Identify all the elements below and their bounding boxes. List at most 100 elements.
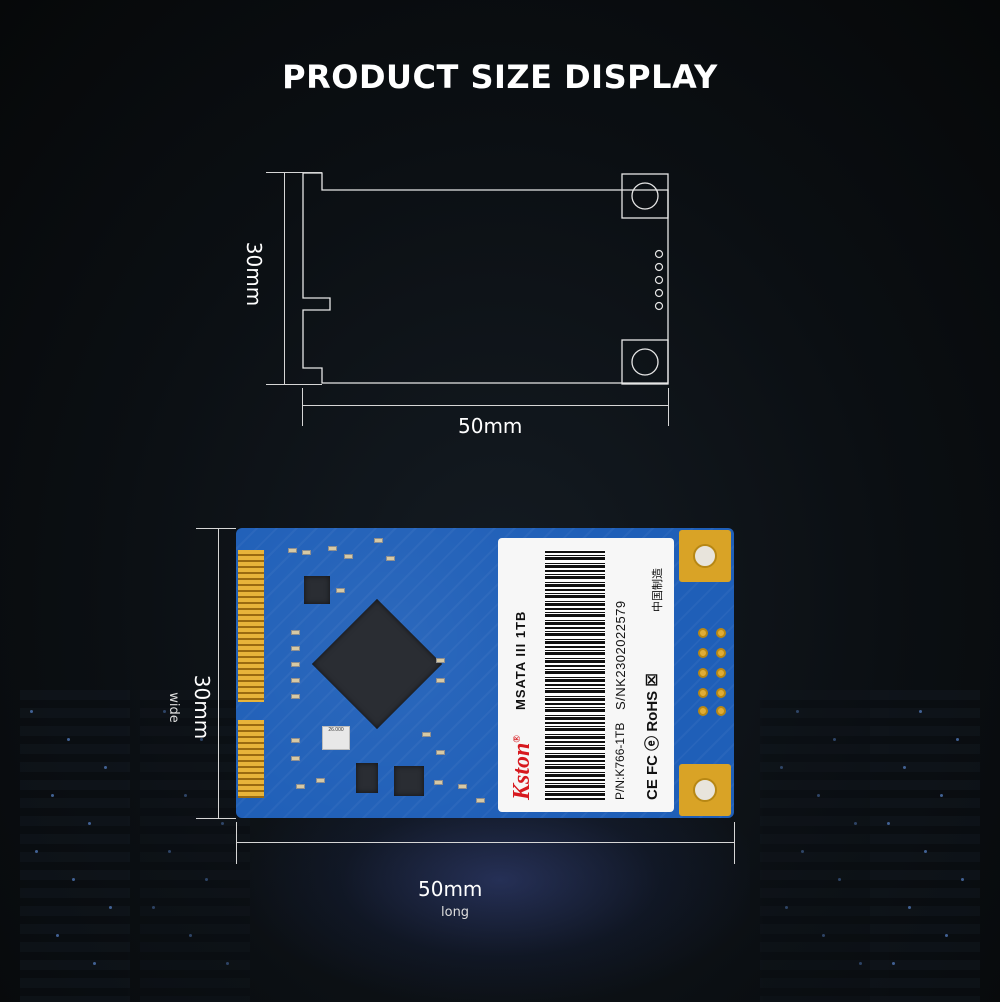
board-height-tick-bottom: [196, 818, 236, 819]
smd-component: [374, 538, 383, 543]
outline-width-label: 50mm: [458, 414, 523, 438]
test-pad: [716, 706, 726, 716]
rack-indicator-light: [189, 934, 192, 937]
smd-component: [291, 694, 300, 699]
smd-component: [476, 798, 485, 803]
rack-indicator-light: [887, 822, 890, 825]
rack-indicator-light: [72, 878, 75, 881]
outline-mount-hole-bottom: [631, 348, 659, 376]
test-pad: [698, 688, 708, 698]
outline-height-tick-bottom: [266, 384, 322, 385]
rack-indicator-light: [822, 934, 825, 937]
rack-indicator-light: [152, 906, 155, 909]
rack-indicator-light: [226, 962, 229, 965]
board-width-tick-right: [734, 822, 735, 864]
rack-indicator-light: [833, 738, 836, 741]
ssd-outline-drawing: [302, 172, 669, 385]
rack-indicator-light: [919, 710, 922, 713]
outline-width-tick-left: [302, 388, 303, 426]
rack-indicator-light: [221, 822, 224, 825]
ssd-outline-shape: [302, 172, 669, 384]
test-pad: [716, 648, 726, 658]
rack-indicator-light: [109, 906, 112, 909]
server-rack-right: [760, 690, 870, 1002]
smd-component: [336, 588, 345, 593]
rack-indicator-light: [104, 766, 107, 769]
server-rack-right-2: [870, 690, 980, 1002]
smd-component: [291, 662, 300, 667]
rack-indicator-light: [88, 822, 91, 825]
smd-component: [436, 658, 445, 663]
outline-height-line: [284, 172, 285, 384]
board-height-sub: wide: [165, 692, 181, 723]
board-width-sub: long: [441, 905, 470, 920]
rack-indicator-light: [892, 962, 895, 965]
smd-component: [316, 778, 325, 783]
rack-indicator-light: [205, 878, 208, 881]
server-rack-left: [20, 690, 130, 1002]
test-pad: [716, 668, 726, 678]
test-pad: [698, 706, 708, 716]
outline-height-tick-top: [266, 172, 322, 173]
smd-component: [436, 678, 445, 683]
server-rack-left-2: [140, 690, 250, 1002]
outline-mount-box-bottom: [621, 339, 669, 385]
smd-component: [291, 678, 300, 683]
rack-indicator-light: [93, 962, 96, 965]
outline-pin: [654, 288, 664, 298]
smd-component: [434, 780, 443, 785]
rack-indicator-light: [184, 794, 187, 797]
board-height-line: [218, 528, 219, 818]
smd-component: [386, 556, 395, 561]
certification-marks: CE FC ⓔ RoHS ☒: [644, 673, 661, 800]
smd-component: [344, 554, 353, 559]
brand-registered-mark: ®: [512, 735, 523, 743]
barcode: [545, 550, 605, 800]
outline-width-line: [302, 405, 668, 406]
part-number: P/N:K766-1TB: [613, 722, 627, 800]
rack-indicator-light: [200, 738, 203, 741]
rack-indicator-light: [924, 850, 927, 853]
board-height-tick-top: [196, 528, 236, 529]
smd-component: [328, 546, 337, 551]
rack-indicator-light: [945, 934, 948, 937]
model-text: MSATA III 1TB: [513, 610, 528, 710]
smd-component: [296, 784, 305, 789]
controller-chip: [311, 598, 443, 730]
smd-component: [422, 732, 431, 737]
rack-indicator-light: [940, 794, 943, 797]
transistor: [356, 763, 378, 793]
outline-mount-hole-top: [631, 182, 659, 210]
outline-pin: [654, 275, 664, 285]
outline-pin: [654, 262, 664, 272]
smd-component: [288, 548, 297, 553]
outline-width-tick-right: [668, 388, 669, 426]
brand-logo: Kston®: [509, 735, 536, 800]
inductor: [304, 576, 330, 604]
test-pad: [716, 628, 726, 638]
rack-indicator-light: [859, 962, 862, 965]
test-pad: [698, 628, 708, 638]
smd-component: [458, 784, 467, 789]
outline-pin: [654, 301, 664, 311]
rack-indicator-light: [780, 766, 783, 769]
outline-mount-box-top: [621, 173, 669, 219]
rack-indicator-light: [903, 766, 906, 769]
smd-component: [291, 756, 300, 761]
gold-finger-connector-bottom: [238, 720, 264, 798]
board-width-label: 50mm: [418, 877, 483, 901]
page-title: PRODUCT SIZE DISPLAY: [282, 58, 718, 96]
rack-indicator-light: [908, 906, 911, 909]
test-pad: [698, 648, 708, 658]
rack-indicator-light: [30, 710, 33, 713]
rack-indicator-light: [67, 738, 70, 741]
product-label-sticker: Kston® MSATA III 1TB P/N:K766-1TB S/NK23…: [498, 538, 674, 812]
origin-text: 中国制造: [652, 568, 664, 612]
test-pad: [716, 688, 726, 698]
brand-name: Kston: [509, 742, 535, 800]
smd-component: [436, 750, 445, 755]
rack-indicator-light: [961, 878, 964, 881]
serial-number: S/NK2302022579: [613, 600, 628, 710]
rack-indicator-light: [785, 906, 788, 909]
rack-indicator-light: [168, 850, 171, 853]
